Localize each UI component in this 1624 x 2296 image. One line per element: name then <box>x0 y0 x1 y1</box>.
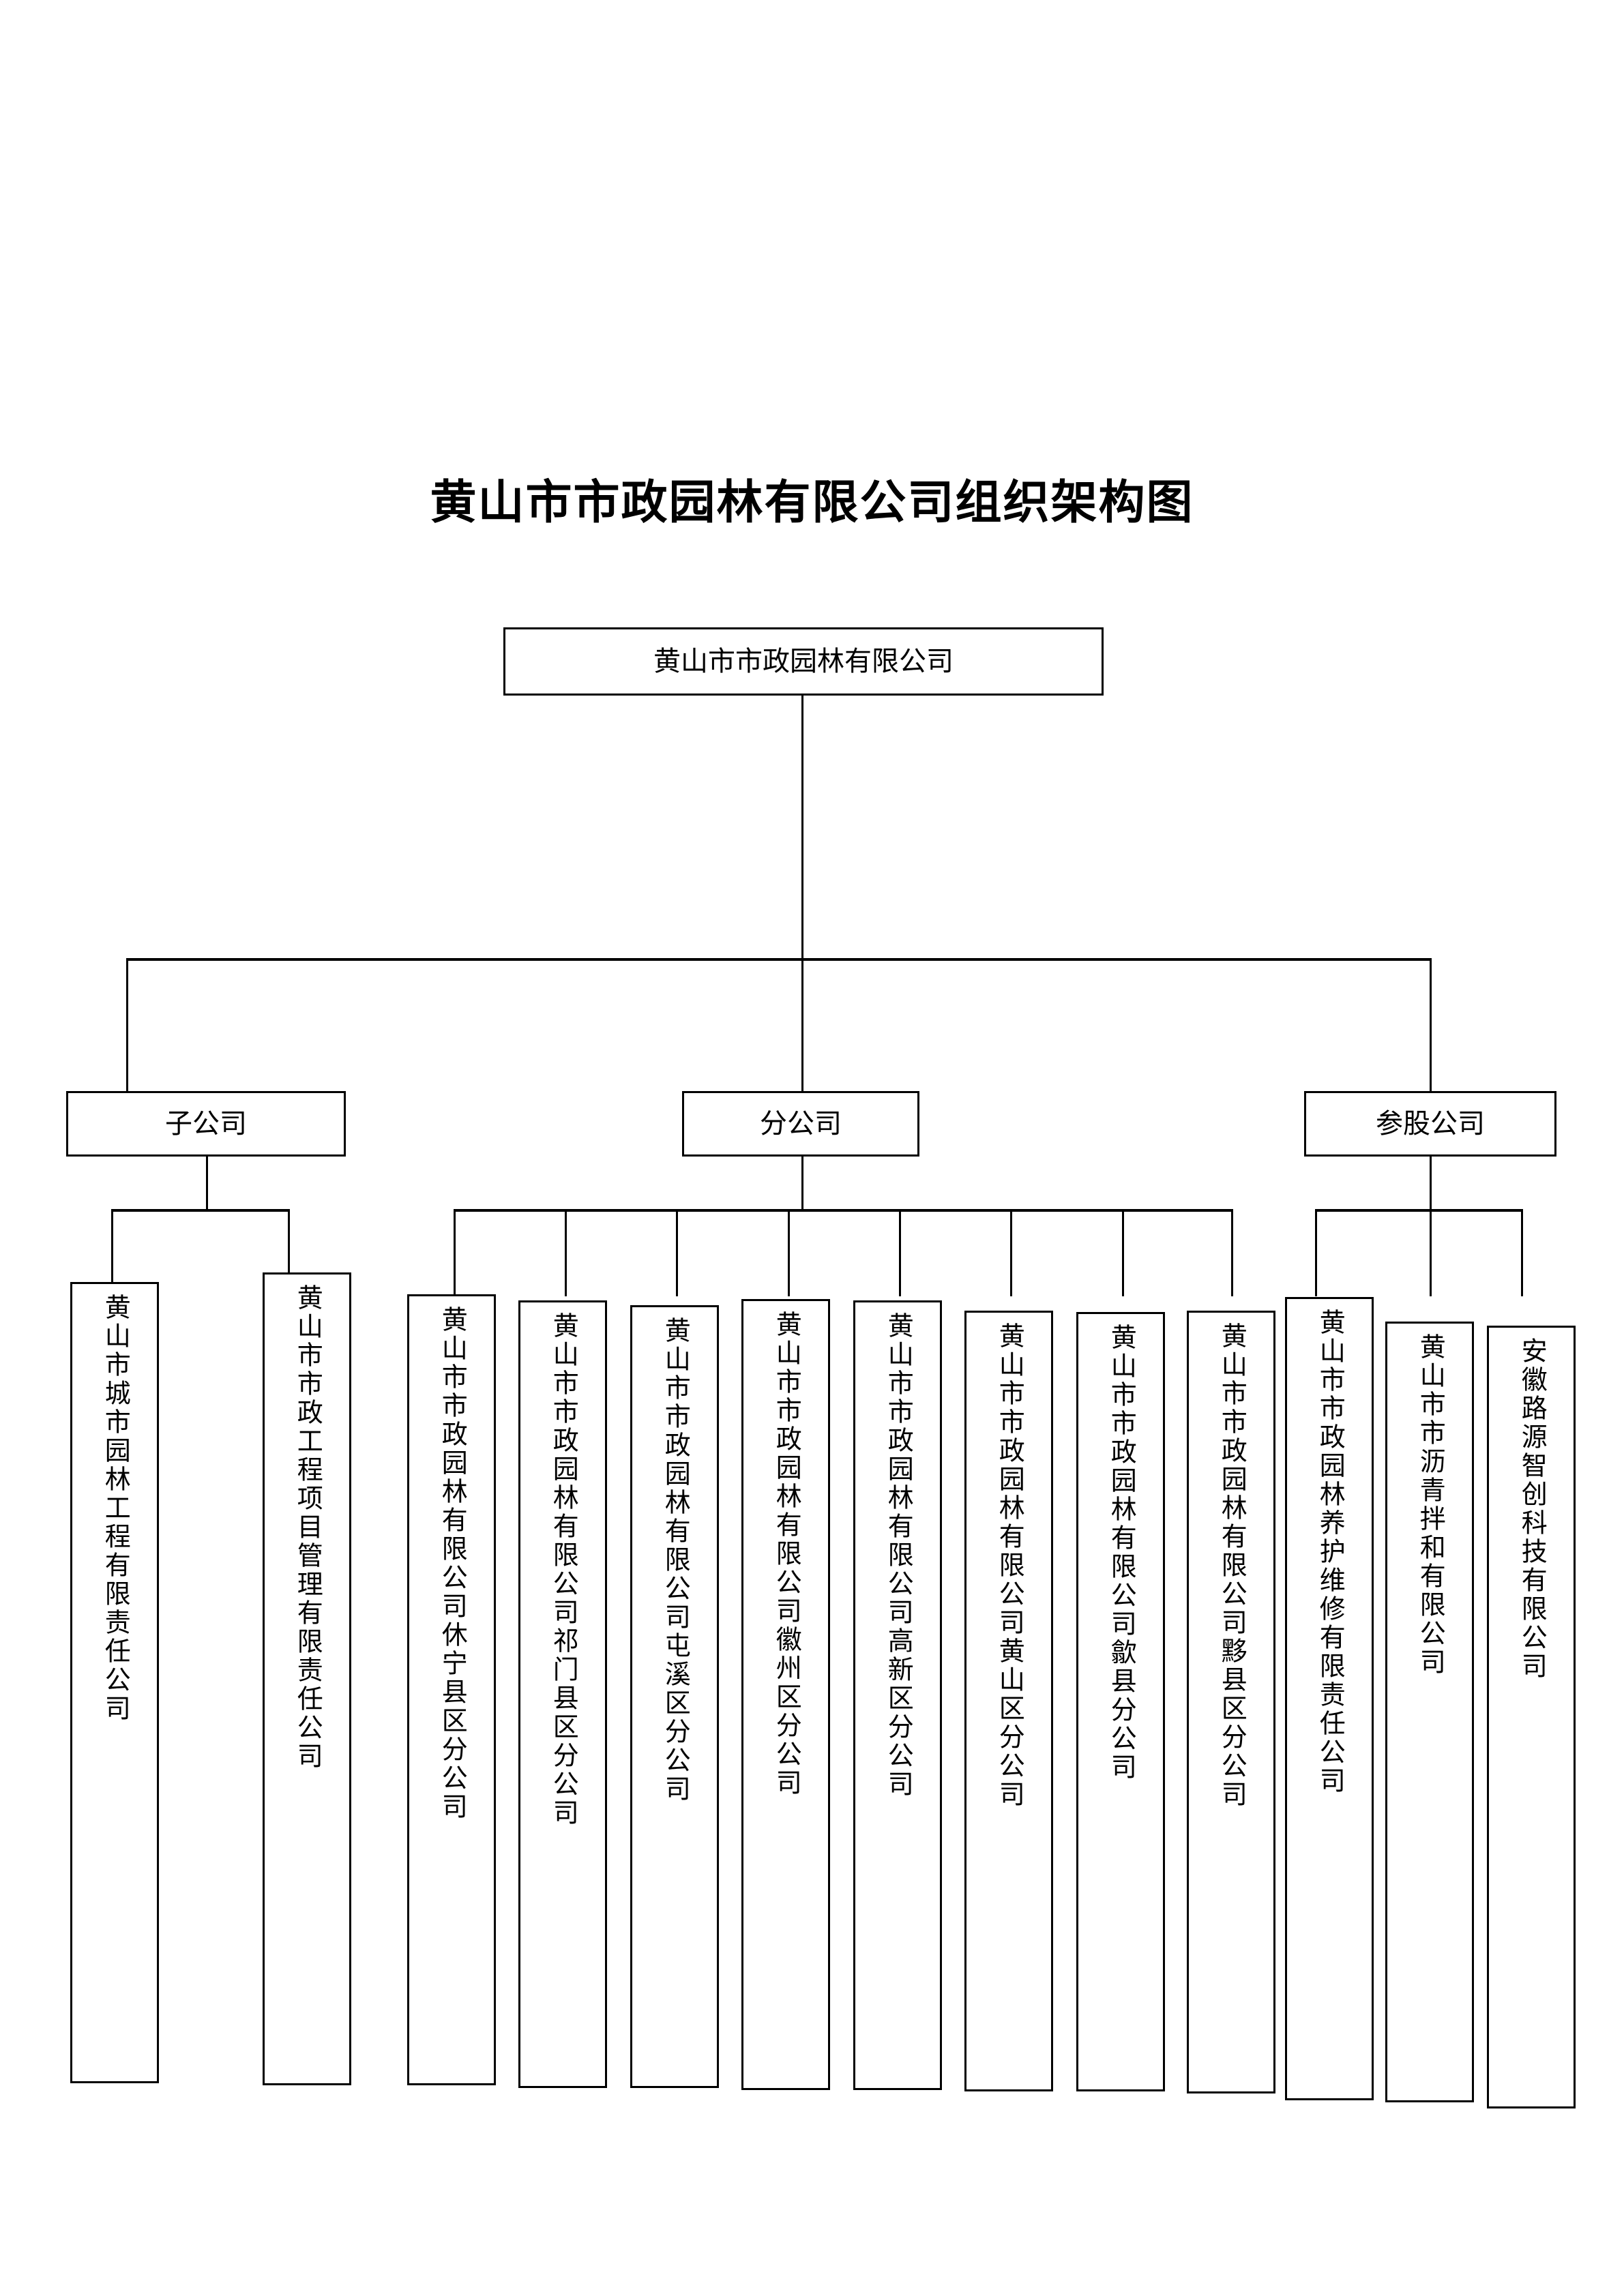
group-node-shareholding: 参股公司 <box>1304 1091 1556 1157</box>
connector-drop-leaf-12 <box>1430 1209 1432 1296</box>
group-node-branch: 分公司 <box>682 1091 919 1157</box>
leaf-node-5: 黄山市市政园林有限公司屯溪区分公司 <box>630 1305 719 2088</box>
leaf-node-10-label: 黄山市市政园林有限公司黟县区分公司 <box>1217 1322 1246 1809</box>
leaf-node-2-label: 黄山市市政工程项目管理有限责任公司 <box>293 1284 322 1771</box>
connector-root-trunk <box>801 696 803 960</box>
connector-drop-branch <box>801 958 803 1093</box>
connector-drop-subsidiary <box>126 958 128 1093</box>
root-node: 黄山市市政园林有限公司 <box>503 627 1104 696</box>
group-node-branch-label: 分公司 <box>760 1108 842 1139</box>
leaf-node-6-label: 黄山市市政园林有限公司徽州区分公司 <box>771 1311 801 1798</box>
page-title: 黄山市市政园林有限公司组织架构图 <box>430 477 1194 528</box>
connector-stem-subsidiary <box>206 1157 208 1211</box>
leaf-node-5-label: 黄山市市政园林有限公司屯溪区分公司 <box>660 1317 690 1804</box>
connector-drop-leaf-9 <box>1122 1209 1124 1296</box>
leaf-node-3-label: 黄山市市政园林有限公司休宁县区分公司 <box>437 1306 467 1821</box>
connector-drop-leaf-7 <box>899 1209 901 1296</box>
leaf-node-13-label: 安徽路源智创科技有限公司 <box>1517 1337 1546 1681</box>
connector-drop-leaf-10 <box>1231 1209 1233 1296</box>
connector-stem-shareholding <box>1430 1157 1432 1211</box>
connector-drop-leaf-4 <box>565 1209 567 1296</box>
leaf-node-10: 黄山市市政园林有限公司黟县区分公司 <box>1187 1311 1275 2093</box>
group-node-subsidiary: 子公司 <box>66 1091 346 1157</box>
connector-stem-branch <box>801 1157 803 1211</box>
leaf-node-13: 安徽路源智创科技有限公司 <box>1487 1326 1576 2108</box>
leaf-node-12: 黄山市市沥青拌和有限公司 <box>1385 1322 1474 2102</box>
leaf-node-11: 黄山市市政园林养护维修有限责任公司 <box>1285 1297 1374 2100</box>
connector-drop-leaf-5 <box>676 1209 678 1296</box>
leaf-node-4-label: 黄山市市政园林有限公司祁门县区分公司 <box>548 1312 578 1828</box>
connector-drop-leaf-11 <box>1315 1209 1317 1296</box>
connector-level2-bar <box>126 958 1432 961</box>
leaf-node-9-label: 黄山市市政园林有限公司歙县分公司 <box>1106 1324 1136 1782</box>
leaf-node-2: 黄山市市政工程项目管理有限责任公司 <box>263 1272 351 2085</box>
leaf-node-4: 黄山市市政园林有限公司祁门县区分公司 <box>518 1300 607 2088</box>
leaf-node-8: 黄山市市政园林有限公司黄山区分公司 <box>964 1311 1053 2091</box>
connector-bar-subsidiary <box>111 1209 290 1212</box>
connector-drop-leaf-6 <box>788 1209 790 1296</box>
group-node-subsidiary-label: 子公司 <box>165 1108 247 1139</box>
leaf-node-1: 黄山市城市园林工程有限责任公司 <box>70 1282 159 2083</box>
leaf-node-12-label: 黄山市市沥青拌和有限公司 <box>1415 1333 1445 1677</box>
root-node-label: 黄山市市政园林有限公司 <box>653 646 954 676</box>
leaf-node-3: 黄山市市政园林有限公司休宁县区分公司 <box>407 1294 496 2085</box>
connector-bar-shareholding <box>1315 1209 1523 1212</box>
connector-drop-shareholding <box>1430 958 1432 1093</box>
leaf-node-9: 黄山市市政园林有限公司歙县分公司 <box>1076 1312 1165 2091</box>
connector-drop-leaf-1 <box>111 1209 113 1296</box>
leaf-node-11-label: 黄山市市政园林养护维修有限责任公司 <box>1315 1309 1344 1795</box>
connector-drop-leaf-8 <box>1010 1209 1012 1296</box>
leaf-node-7-label: 黄山市市政园林有限公司高新区分公司 <box>883 1312 913 1799</box>
connector-drop-leaf-2 <box>288 1209 290 1296</box>
leaf-node-1-label: 黄山市城市园林工程有限责任公司 <box>100 1294 130 1723</box>
leaf-node-7: 黄山市市政园林有限公司高新区分公司 <box>853 1300 942 2090</box>
connector-bar-branch <box>454 1209 1233 1212</box>
leaf-node-8-label: 黄山市市政园林有限公司黄山区分公司 <box>994 1322 1024 1809</box>
connector-drop-leaf-13 <box>1521 1209 1523 1296</box>
connector-drop-leaf-3 <box>454 1209 456 1296</box>
group-node-shareholding-label: 参股公司 <box>1376 1108 1485 1139</box>
leaf-node-6: 黄山市市政园林有限公司徽州区分公司 <box>741 1299 830 2090</box>
